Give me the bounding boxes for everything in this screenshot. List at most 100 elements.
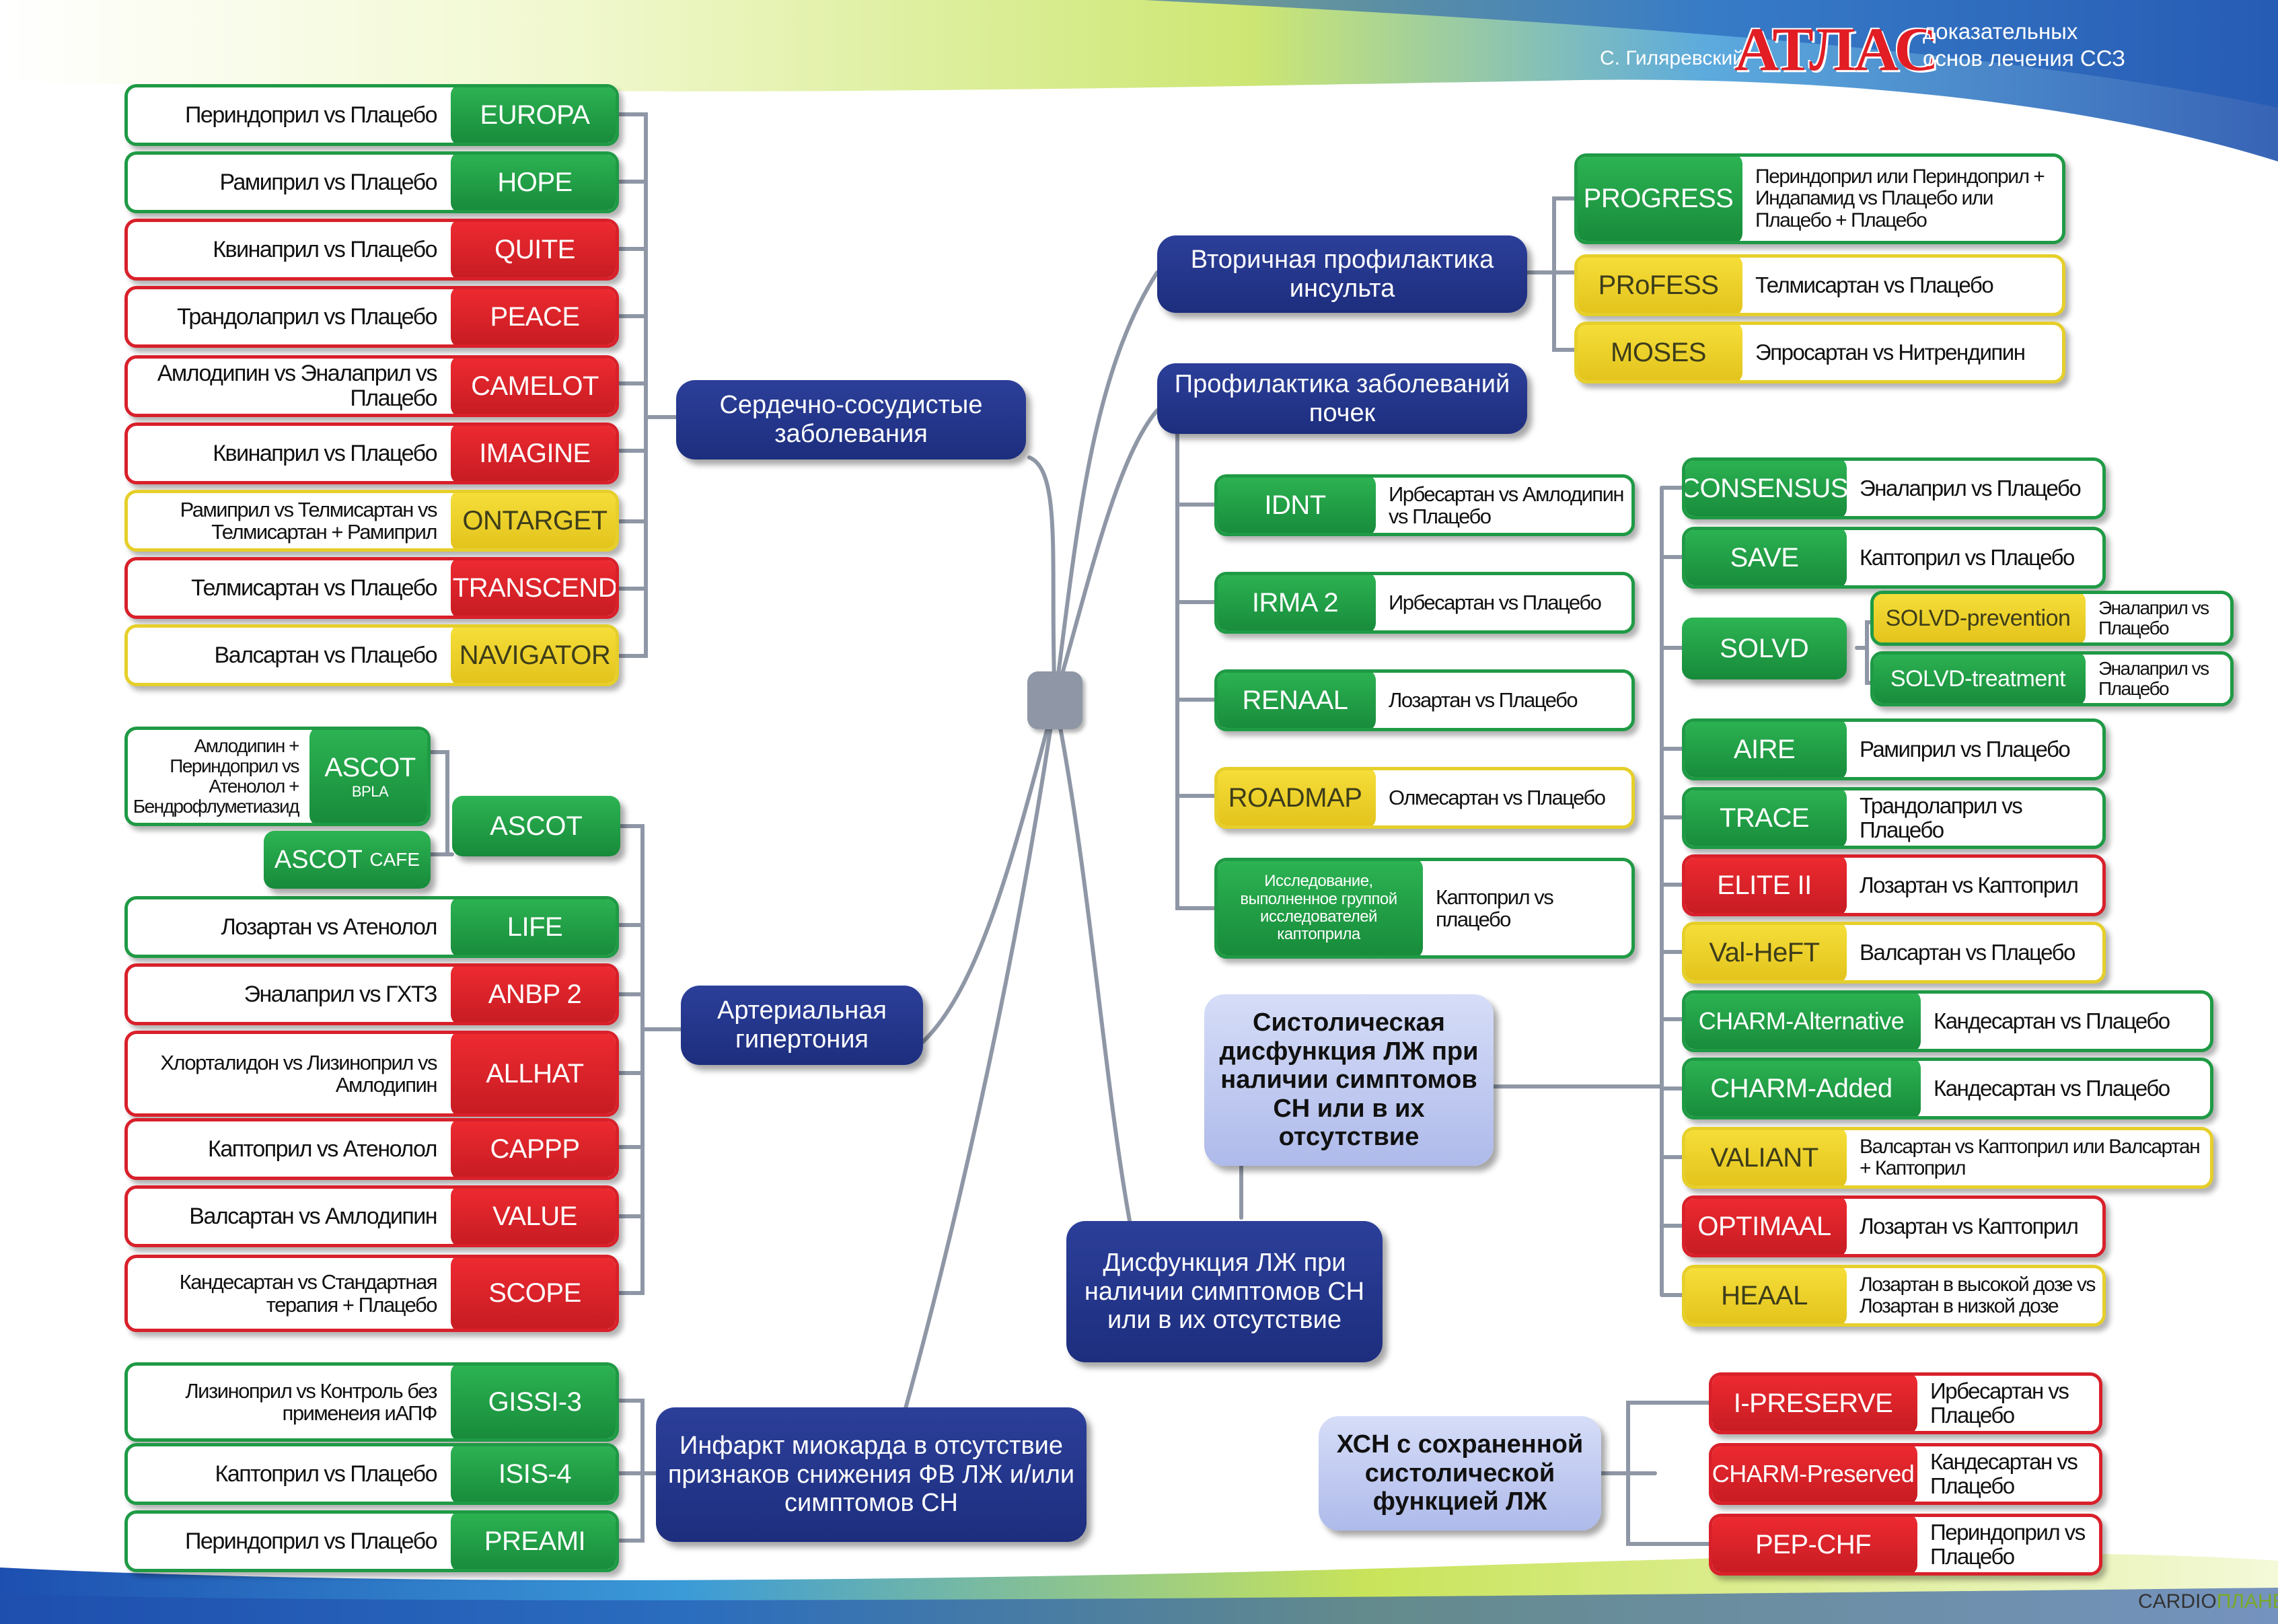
hub-cardiovascular[interactable]: Сердечно-сосудистые заболевания xyxy=(676,380,1026,459)
trial-tag: PREAMI xyxy=(451,1514,616,1569)
trial-text: Лизиноприл vs Контроль без применеия иАП… xyxy=(185,1378,437,1425)
trial-text: Периндоприл vs Плацебо xyxy=(1930,1520,2086,1569)
trial-optimaal[interactable]: Лозартан vs Каптоприл OPTIMAAL xyxy=(1682,1195,2106,1257)
trial-tag: PROGRESS xyxy=(1578,157,1742,241)
trial-scope[interactable]: Кандесартан vs Стандартная терапия + Пла… xyxy=(124,1255,619,1332)
trial-tag: HEAAL xyxy=(1685,1268,1847,1323)
trial-solvd-treatment[interactable]: SOLVD-treatment Эналаприл vs Плацебо xyxy=(1870,651,2234,706)
trial-text: Эналаприл vs Плацебо xyxy=(2098,657,2209,699)
trial-text: Амлодипин vs Эналаприл vs Плацебо xyxy=(157,361,438,411)
trial-text: Лозартан vs Каптоприл xyxy=(1860,1214,2079,1239)
trial-text: Квинаприл vs Плацебо xyxy=(213,440,437,466)
trial-tag: ONTARGET xyxy=(451,493,616,548)
hub-kidney-prevention[interactable]: Профилактика заболеваний почек xyxy=(1157,363,1527,434)
trial-text: Валсартан vs Плацебо xyxy=(1860,940,2075,965)
trial-tag: IRMA 2 xyxy=(1218,575,1376,630)
trial-aire[interactable]: Рамиприл vs Плацебо AIRE xyxy=(1682,718,2106,780)
trial-tag: RENAAL xyxy=(1218,673,1376,728)
trial-tag: OPTIMAAL xyxy=(1685,1199,1847,1254)
trial-tag: EUROPA xyxy=(451,87,616,143)
trial-tag: PEACE xyxy=(451,289,616,344)
hub-stroke-prevention[interactable]: Вторичная профилактика инсульта xyxy=(1157,235,1527,313)
header-subtitle-2: основ лечения ССЗ xyxy=(1923,46,2126,71)
trial-tag: Исследование, выполненное группой исслед… xyxy=(1218,861,1423,955)
trial-tag: GISSI-3 xyxy=(451,1366,616,1438)
trial-text: Рамиприл vs Плацебо xyxy=(1860,737,2071,762)
footer-brand-b: ПЛАНЕТА xyxy=(2216,1590,2278,1613)
trial-tag: I-PRESERVE xyxy=(1712,1376,1917,1431)
hub-hfpef[interactable]: ХСН с сохраненной систолической функцией… xyxy=(1319,1416,1601,1530)
trial-text: Ирбесартан vs Амлодипин vs Плацебо xyxy=(1389,482,1625,528)
trial-text: Телмисартан vs Плацебо xyxy=(191,575,437,601)
trial-tag: VALUE xyxy=(451,1189,616,1244)
trial-tag: CHARM-Added xyxy=(1685,1061,1921,1116)
trial-tag: VALIANT xyxy=(1685,1130,1847,1185)
trial-ascot-bpla[interactable]: Амлодипин + Периндоприл vs Атенолол + Бе… xyxy=(124,727,431,826)
trial-tag: NAVIGATOR xyxy=(451,628,616,683)
trial-text: Олмесартан vs Плацебо xyxy=(1389,786,1606,810)
trial-text: Лозартан vs Каптоприл xyxy=(1860,873,2079,898)
trial-heaal[interactable]: Лозартан в высокой дозе vs Лозартан в ни… xyxy=(1682,1265,2106,1327)
trial-progress[interactable]: Периндоприл или Периндоприл + Индапамид … xyxy=(1574,153,2065,244)
hub-lv-dysfunction[interactable]: Дисфункция ЛЖ при наличии симптомов СН и… xyxy=(1066,1221,1383,1362)
trial-navigator[interactable]: Валсартан vs Плацебо NAVIGATOR xyxy=(124,624,619,686)
trial-moses[interactable]: Эпросартан vs Нитрендипин MOSES xyxy=(1574,322,2065,383)
trial-camelot[interactable]: Амлодипин vs Эналаприл vs Плацебо CAMELOT xyxy=(124,355,619,417)
trial-text: Валсартан vs Плацебо xyxy=(214,642,438,668)
center-node xyxy=(1027,671,1082,729)
hub-myocardial-infarction[interactable]: Инфаркт миокарда в отсутствие признаков … xyxy=(656,1407,1087,1542)
trial-ascot[interactable]: ASCOT xyxy=(452,796,620,856)
trial-text: Эналаприл vs ГХТЗ xyxy=(244,981,438,1007)
hub-hypertension[interactable]: Артериальная гипертония xyxy=(681,986,923,1065)
trial-text: Трандолаприл vs Плацебо xyxy=(1860,793,2023,842)
trial-tag: CONSENSUS xyxy=(1685,461,1848,516)
trial-ontarget[interactable]: Рамиприл vs Телмисартан vs Телмисартан +… xyxy=(124,490,619,552)
trial-tag: CHARM-Preserved xyxy=(1712,1446,1917,1502)
trial-text: Эпросартан vs Нитрендипин xyxy=(1755,340,2026,365)
trial-tag: MOSES xyxy=(1578,325,1742,380)
trial-text: Каптоприл vs Плацебо xyxy=(215,1461,438,1487)
trial-tag: CHARM-Alternative xyxy=(1685,994,1921,1049)
trial-valiant[interactable]: Валсартан vs Каптоприл или Валсартан + К… xyxy=(1682,1127,2213,1189)
trial-ascot-cafe[interactable]: ASCOT CAFE xyxy=(264,831,431,889)
trial-text: Лозартан vs Атенолол xyxy=(221,914,438,940)
trial-gissi-3[interactable]: Лизиноприл vs Контроль без применеия иАП… xyxy=(124,1362,619,1442)
trial-tag: AIRE xyxy=(1685,722,1847,777)
trial-text: Лозартан в высокой дозе vs Лозартан в ни… xyxy=(1860,1273,2096,1317)
trial-solvd[interactable]: SOLVD xyxy=(1682,618,1847,679)
hub-systolic-dysfunction[interactable]: Систолическая дисфункция ЛЖ при наличии … xyxy=(1204,994,1494,1166)
trial-tag: SOLVD-treatment xyxy=(1874,655,2086,703)
trial-tag: CAMELOT xyxy=(451,359,616,414)
